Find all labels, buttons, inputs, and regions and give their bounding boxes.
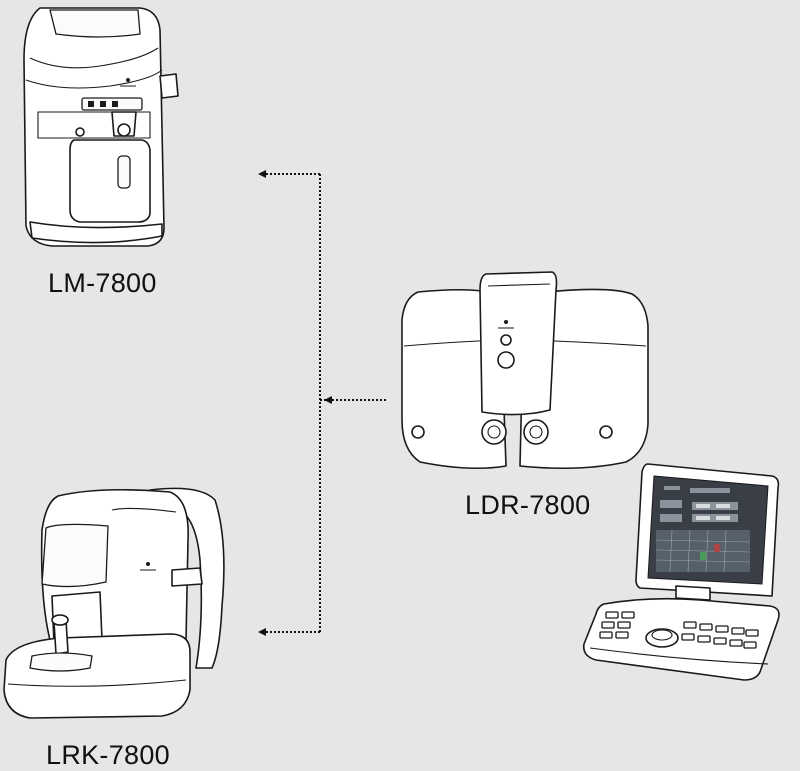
device-label-ldr: LDR-7800 — [465, 490, 591, 520]
autorefractor-keratometer-icon — [3, 487, 225, 719]
control-console-icon — [582, 463, 780, 681]
arrow-to-lrk — [258, 628, 266, 636]
arrow-from-ldr — [324, 396, 332, 404]
digital-refractor-head-icon — [401, 271, 649, 470]
connection-lines — [258, 170, 386, 636]
device-label-lrk: LRK-7800 — [46, 740, 170, 770]
device-label-lm: LM-7800 — [48, 268, 157, 298]
arrow-to-lm — [258, 170, 266, 178]
lensmeter-icon — [23, 7, 179, 247]
